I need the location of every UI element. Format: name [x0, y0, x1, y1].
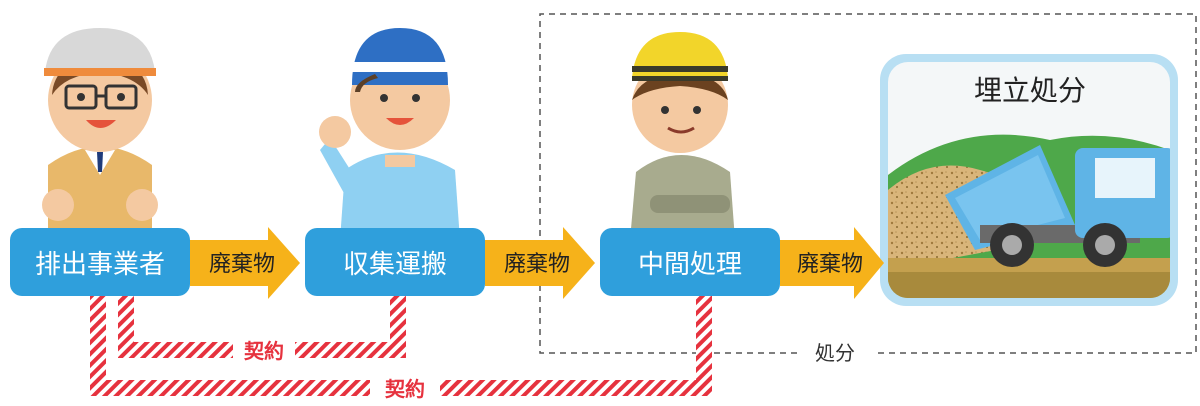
waste-arrow-3-label: 廃棄物	[797, 252, 863, 277]
waste-arrow-1	[190, 227, 300, 299]
landfill-label: 埋立処分	[974, 74, 1086, 107]
collection-figure	[319, 28, 460, 240]
dump-truck	[945, 145, 1170, 267]
generator-figure	[42, 28, 158, 240]
collection-box	[305, 228, 485, 296]
contract-label-upper: 契約	[243, 339, 284, 363]
generator-box	[10, 228, 190, 296]
waste-arrow-1-label: 廃棄物	[209, 252, 275, 277]
waste-arrow-2	[485, 227, 595, 299]
disposal-label: 処分	[815, 341, 855, 365]
waste-arrow-3	[780, 227, 884, 299]
generator-label: 排出事業者	[35, 250, 165, 280]
collection-label: 収集運搬	[343, 250, 447, 280]
intermediate-figure	[630, 32, 735, 240]
contract-label-lower: 契約	[384, 377, 425, 401]
contract-line-collection	[118, 296, 406, 358]
contract-line-intermediate	[90, 296, 712, 396]
disposal-region-border	[539, 13, 1197, 354]
intermediate-box	[600, 228, 780, 296]
waste-arrow-2-label: 廃棄物	[504, 252, 570, 277]
landfill-scene	[880, 54, 1178, 306]
intermediate-label: 中間処理	[638, 250, 742, 280]
